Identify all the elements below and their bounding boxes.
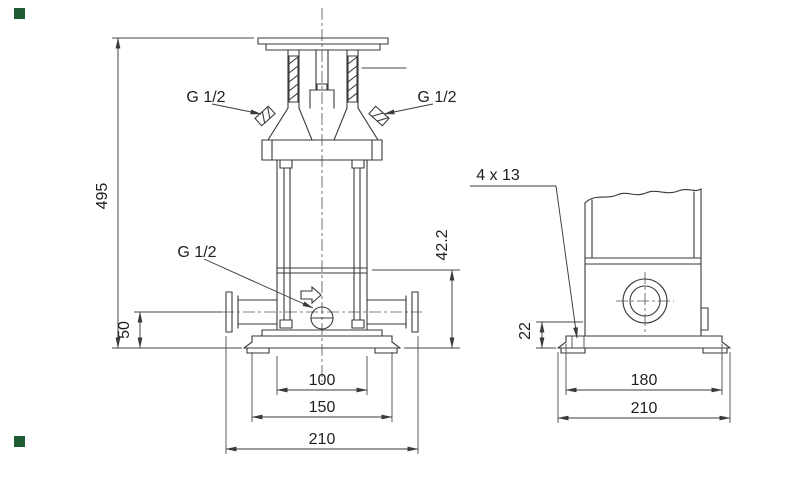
label-bolt-holes: 4 x 13: [476, 167, 520, 184]
front-view-outline: [225, 37, 419, 354]
dimension-lines: [115, 37, 731, 452]
green-marker-bottom: [14, 436, 25, 447]
dimension-labels: 495 G 1/2 G 1/2 G 1/2 42.2 50 100 150 21…: [94, 89, 657, 448]
dim-bolt-spacing: 100: [309, 372, 336, 389]
leader-lines: [203, 103, 578, 339]
gauge-plug-left: [254, 105, 276, 127]
centerlines: [222, 8, 674, 382]
gauge-plug-right: [368, 105, 390, 127]
flow-arrow-icon: [300, 285, 322, 305]
green-marker-top: [14, 8, 25, 19]
dim-port-axis-height: 42.2: [434, 229, 451, 260]
dim-foot-height: 22: [517, 322, 534, 340]
side-view-outline: [557, 188, 731, 354]
dim-base-depth: 210: [631, 400, 658, 417]
dim-inlet-height: 50: [116, 321, 133, 339]
dim-bolt-spacing-depth: 180: [631, 372, 658, 389]
label-gauge-port-right: G 1/2: [417, 89, 456, 106]
label-gauge-port-left: G 1/2: [186, 89, 225, 106]
dim-base-width: 150: [309, 399, 336, 416]
dim-port-to-port: 210: [309, 431, 336, 448]
dim-overall-height: 495: [94, 183, 111, 210]
extension-lines: [112, 37, 731, 454]
label-drain-port: G 1/2: [177, 244, 216, 261]
